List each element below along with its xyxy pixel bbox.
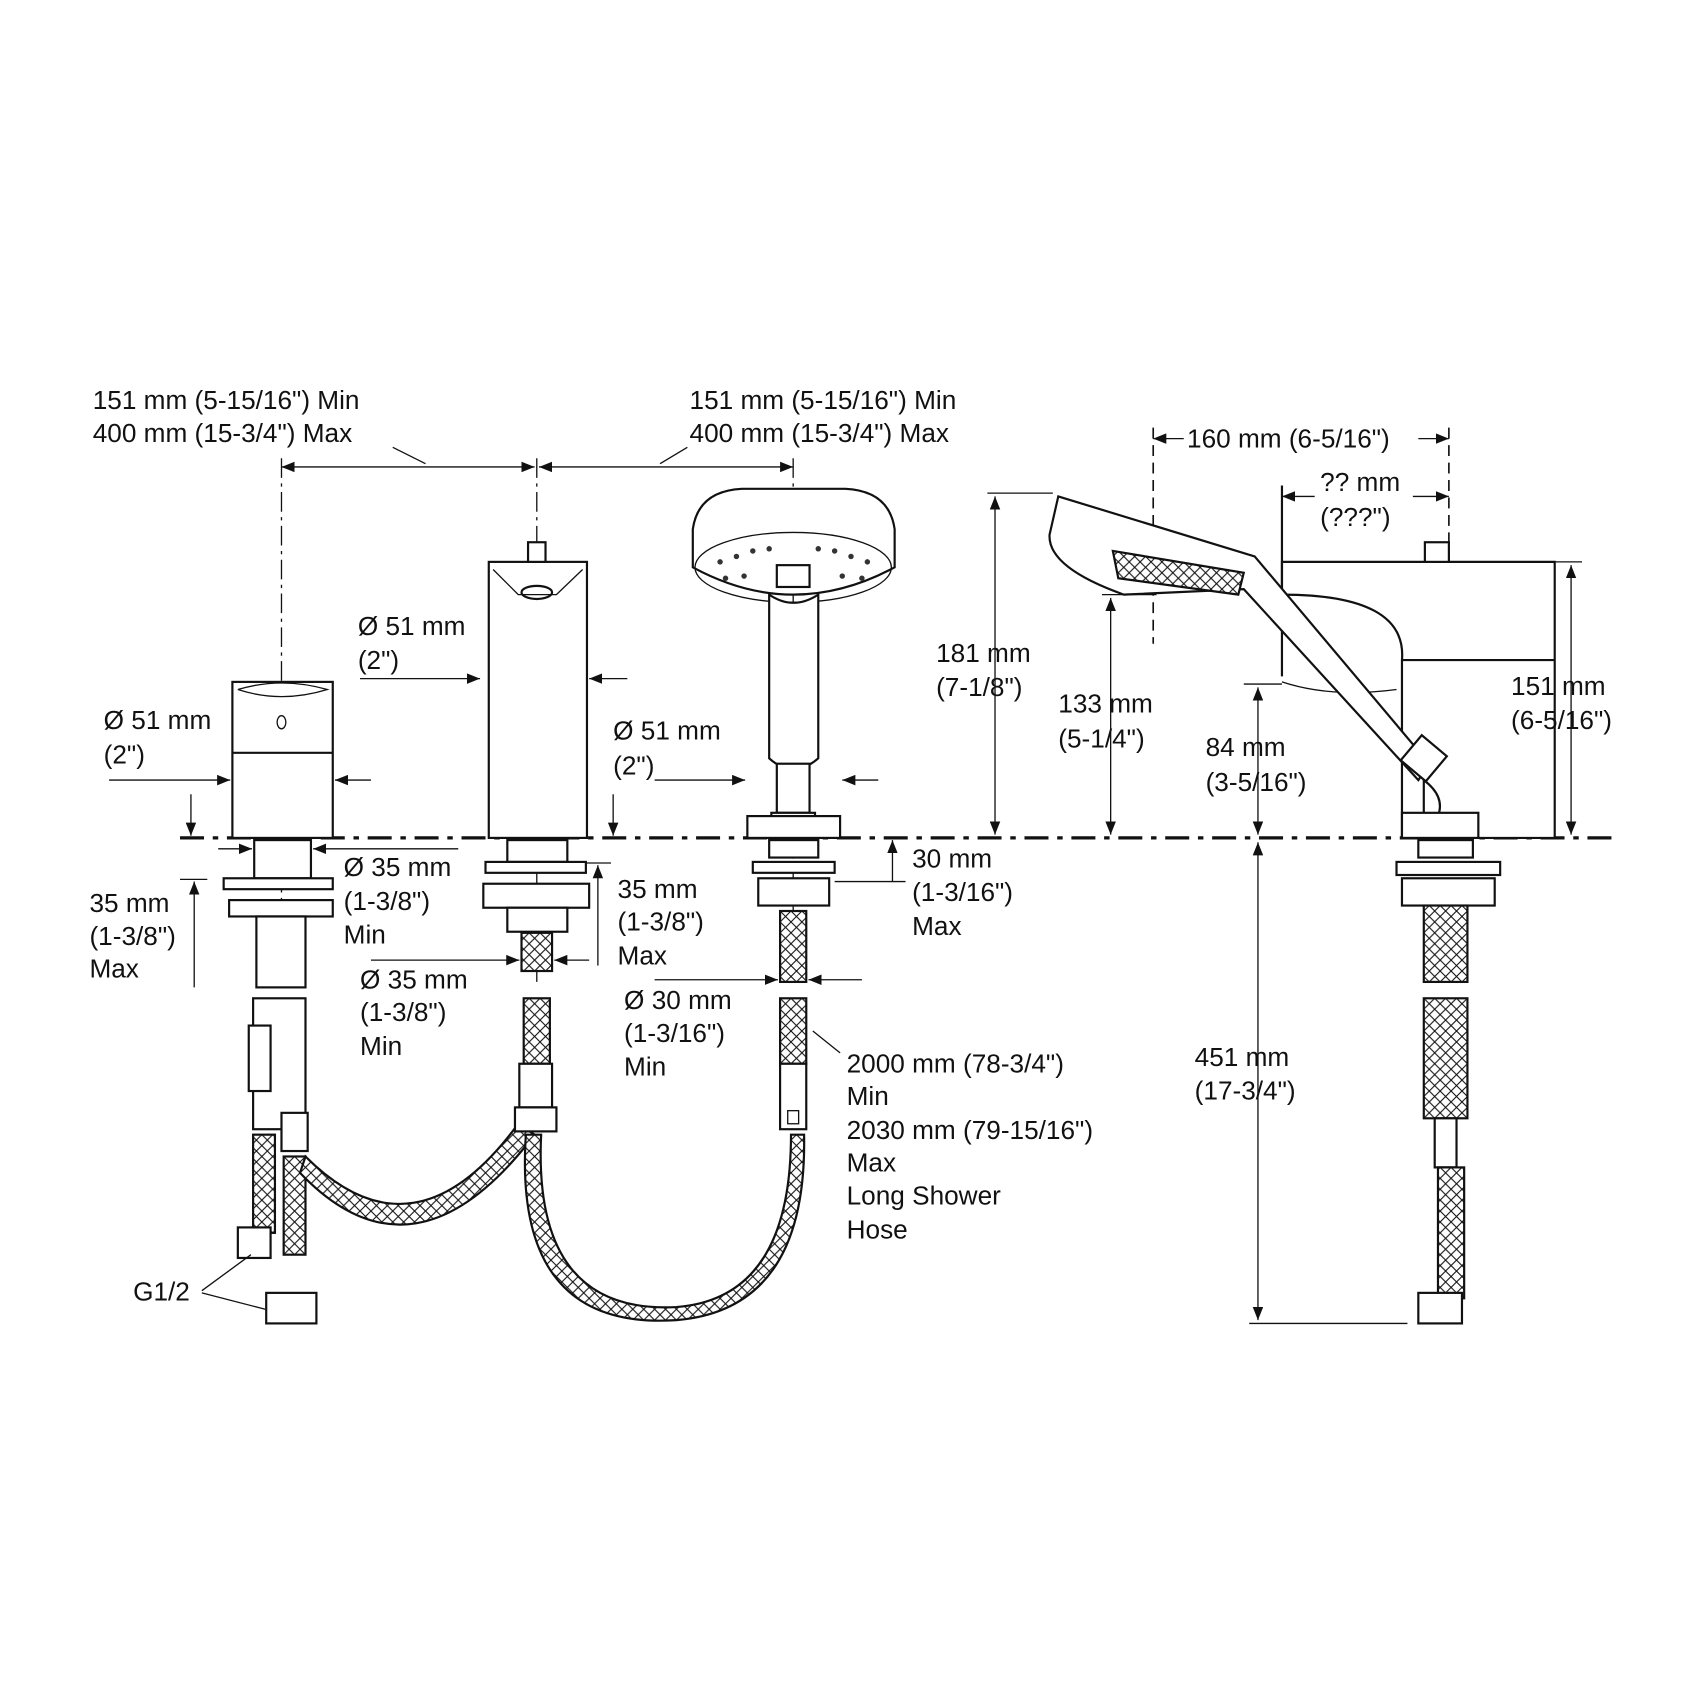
shower-deck-mm: 30 mm	[912, 843, 992, 873]
side-unknown-mm: ?? mm	[1320, 467, 1400, 497]
spout-deck-mm: 35 mm	[618, 874, 698, 904]
supply-length-mm: 451 mm	[1195, 1042, 1290, 1072]
spacing-right-min: 151 mm (5-15/16") Min	[690, 385, 957, 415]
shower-base-diameter-mm: Ø 51 mm	[613, 716, 721, 746]
shower-hole-note: Min	[624, 1052, 666, 1082]
shower-deck-in: (1-3/16")	[912, 877, 1013, 907]
outlet-height-mm: 84 mm	[1206, 732, 1286, 762]
side-reach: 160 mm (6-5/16")	[1187, 423, 1390, 453]
handshower	[691, 487, 896, 1131]
face-height-in: (5-1/4")	[1058, 723, 1144, 753]
connection-label: G1/2	[133, 1277, 190, 1307]
handle-deck-mm: 35 mm	[89, 888, 169, 918]
spout-deck-note: Max	[618, 940, 667, 970]
hose-name-1: Long Shower	[847, 1180, 1002, 1210]
handle-valve	[222, 680, 537, 1325]
side-unknown-in: (???")	[1320, 502, 1390, 532]
spacing-left-max: 400 mm (15-3/4") Max	[93, 418, 352, 448]
dimension-labels: 151 mm (5-15/16") Min 400 mm (15-3/4") M…	[89, 385, 1612, 1306]
face-height-mm: 133 mm	[1058, 688, 1153, 718]
spout-height-mm: 151 mm	[1511, 671, 1606, 701]
handshower-height-mm: 181 mm	[936, 638, 1031, 668]
handle-deck-note: Max	[89, 954, 138, 984]
handle-hole-in: (1-3/8")	[344, 886, 430, 916]
hose-max: 2030 mm (79-15/16")	[847, 1115, 1093, 1145]
handshower-height-in: (7-1/8")	[936, 672, 1022, 702]
hose-min: 2000 mm (78-3/4")	[847, 1048, 1064, 1078]
handle-hole-mm: Ø 35 mm	[344, 852, 452, 882]
shower-hole-mm: Ø 30 mm	[624, 985, 732, 1015]
spout-diameter-mm: Ø 51 mm	[358, 611, 466, 641]
spacing-right-max: 400 mm (15-3/4") Max	[690, 418, 949, 448]
handle-diameter-mm: Ø 51 mm	[104, 705, 212, 735]
side-view	[1048, 485, 1556, 1325]
spout-hole-note: Min	[360, 1031, 402, 1061]
outlet-height-in: (3-5/16")	[1206, 767, 1307, 797]
spacing-left-min: 151 mm (5-15/16") Min	[93, 385, 360, 415]
handle-diameter-in: (2")	[104, 740, 145, 770]
spout-hole-in: (1-3/8")	[360, 997, 446, 1027]
supply-length-in: (17-3/4")	[1195, 1076, 1296, 1106]
shower-hole-in: (1-3/16")	[624, 1018, 725, 1048]
handle-deck-in: (1-3/8")	[89, 921, 175, 951]
spout-diameter-in: (2")	[358, 645, 399, 675]
shower-deck-note: Max	[912, 911, 961, 941]
spout-height-in: (6-5/16")	[1511, 705, 1612, 735]
handle-hole-note: Min	[344, 920, 386, 950]
dimension-lines	[109, 433, 1582, 1325]
spout-deck-in: (1-3/8")	[618, 907, 704, 937]
shower-base-diameter-in: (2")	[613, 751, 654, 781]
spout	[482, 541, 806, 1322]
spout-hole-mm: Ø 35 mm	[360, 964, 468, 994]
hose-min-label: Min	[847, 1081, 889, 1111]
hose-name-2: Hose	[847, 1214, 908, 1244]
hose-max-label: Max	[847, 1148, 896, 1178]
